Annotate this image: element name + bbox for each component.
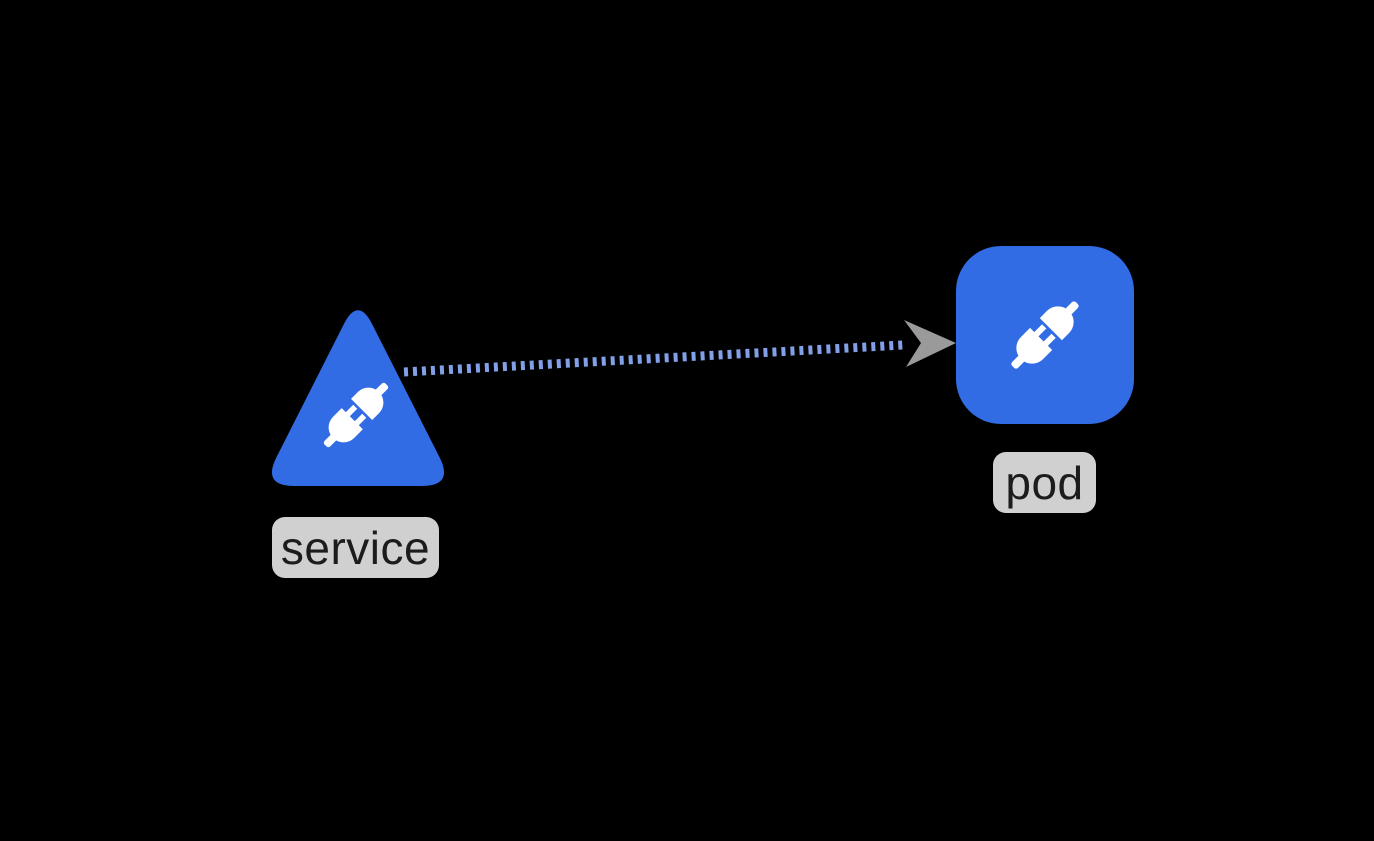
service-label-text: service (280, 521, 431, 574)
pod-node (956, 246, 1134, 424)
pod-label-text: pod (1005, 456, 1084, 509)
dotted-edge-line (403, 340, 904, 377)
arrowhead-icon (904, 320, 956, 367)
service-node (271, 310, 445, 486)
pod-label: pod (993, 452, 1096, 513)
service-label: service (272, 517, 439, 578)
rounded-square-shape (956, 246, 1134, 424)
